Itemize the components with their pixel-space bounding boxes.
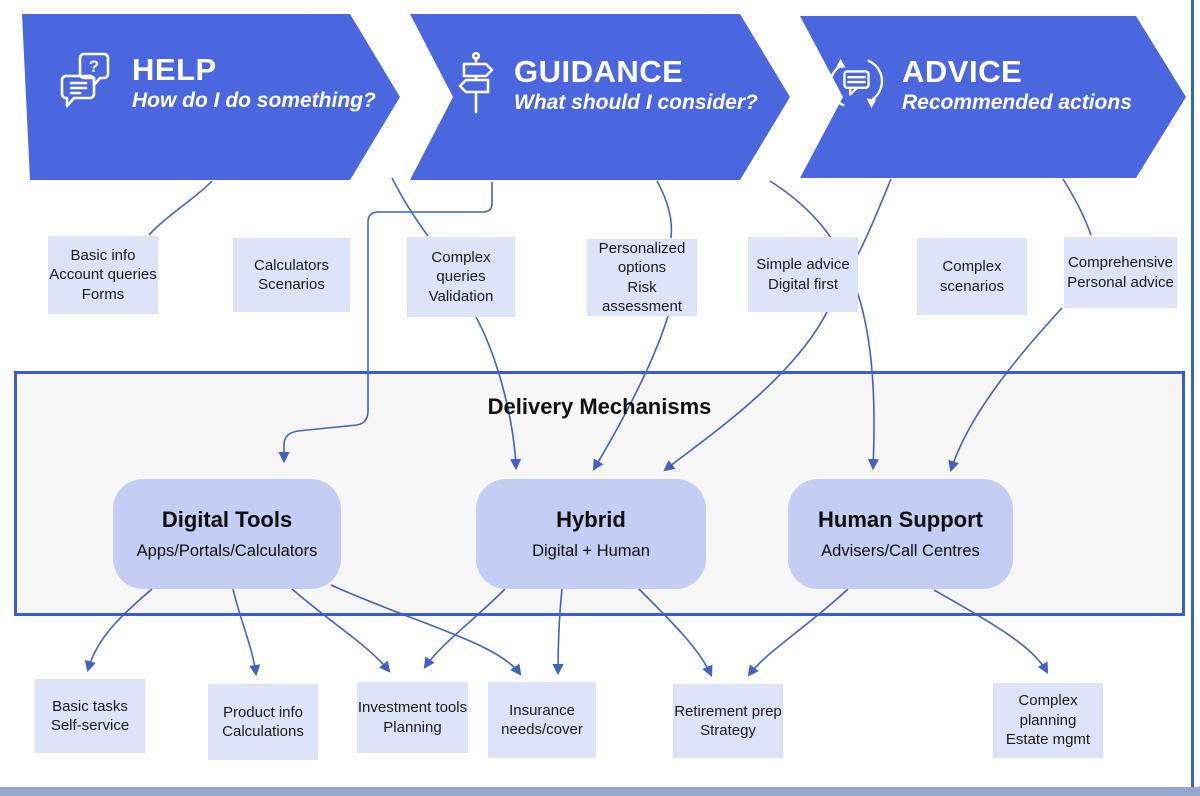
box-retirement-prep: Retirement prep Strategy — [673, 684, 783, 758]
guidance-banner: GUIDANCE What should I consider? — [456, 50, 758, 121]
help-title: HELP — [132, 51, 217, 87]
guidance-subtitle: What should I consider? — [514, 91, 758, 115]
box-basic-tasks: Basic tasks Self-service — [35, 679, 145, 753]
edge-advice-to-simple-advice — [855, 178, 892, 259]
box-complex-scenarios: Complex scenarios — [917, 238, 1027, 315]
advice-banner: ADVICE Recommended actions — [828, 53, 1132, 118]
digital-tools-title: Digital Tools — [161, 507, 293, 532]
pill-digital-tools: Digital Tools Apps/Portals/Calculators — [113, 479, 341, 589]
human-support-title: Human Support — [818, 507, 983, 532]
chat-question-icon: ? — [60, 50, 114, 117]
frame-bottom-border — [0, 787, 1200, 796]
guidance-banner-text: GUIDANCE What should I consider? — [514, 53, 758, 116]
delivery-mechanisms-title: Delivery Mechanisms — [487, 394, 712, 419]
box-simple-advice: Simple advice Digital first — [748, 237, 858, 312]
signpost-icon — [456, 50, 496, 121]
box-calculators: Calculators Scenarios — [233, 238, 350, 312]
help-subtitle: How do I do something? — [132, 89, 376, 113]
edge-advice-to-comprehensive — [1062, 178, 1092, 236]
guidance-title: GUIDANCE — [514, 53, 684, 89]
advice-title: ADVICE — [902, 53, 1023, 89]
svg-text:?: ? — [89, 57, 99, 76]
edge-help-to-complex-queries — [391, 177, 429, 237]
advice-banner-text: ADVICE Recommended actions — [902, 53, 1132, 116]
box-complex-planning: Complex planning Estate mgmt — [993, 683, 1103, 758]
box-comprehensive-advice: Comprehensive Personal advice — [1064, 237, 1177, 308]
box-product-info: Product info Calculations — [208, 684, 318, 760]
help-banner-text: HELP How do I do something? — [132, 51, 376, 114]
chat-refresh-icon — [828, 53, 884, 118]
edge-guidance-to-personalized — [656, 180, 673, 239]
edge-help-to-basic-info — [148, 180, 213, 236]
digital-tools-subtitle: Apps/Portals/Calculators — [136, 542, 318, 560]
frame-right-border — [1191, 0, 1194, 796]
pill-human-support: Human Support Advisers/Call Centres — [788, 479, 1013, 589]
box-basic-info: Basic info Account queries Forms — [48, 236, 158, 314]
help-banner: ? HELP How do I do something? — [60, 50, 376, 117]
box-complex-queries: Complex queries Validation — [407, 237, 515, 317]
human-support-subtitle: Advisers/Call Centres — [821, 542, 980, 560]
hybrid-subtitle: Digital + Human — [532, 542, 650, 560]
hybrid-title: Hybrid — [556, 507, 626, 532]
box-personalized-options: Personalized options Risk assessment — [587, 239, 697, 316]
pill-hybrid: Hybrid Digital + Human — [476, 479, 706, 589]
box-insurance: Insurance needs/cover — [488, 682, 596, 758]
box-investment-tools: Investment tools Planning — [357, 682, 468, 753]
advice-subtitle: Recommended actions — [902, 91, 1132, 115]
